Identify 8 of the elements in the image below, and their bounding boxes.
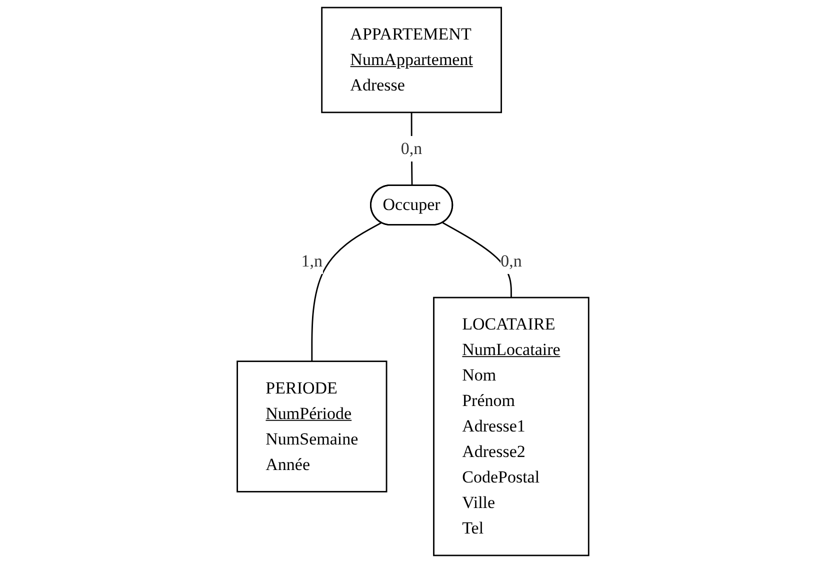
edge-label: 1,n bbox=[300, 251, 322, 270]
edge-label: 0,n bbox=[500, 251, 522, 270]
edge-label: 0,n bbox=[400, 138, 422, 158]
node-box: PERIODE NumPériode NumSemaine Année bbox=[236, 360, 387, 492]
connector bbox=[310, 222, 382, 362]
node-box: APPARTEMENT NumAppartement Adresse bbox=[320, 6, 502, 114]
node-box: LOCATAIRE NumLocataire Nom Prénom Adresse1 Adresse2 CodePostal Ville Tel bbox=[432, 296, 589, 556]
connector bbox=[442, 222, 512, 298]
